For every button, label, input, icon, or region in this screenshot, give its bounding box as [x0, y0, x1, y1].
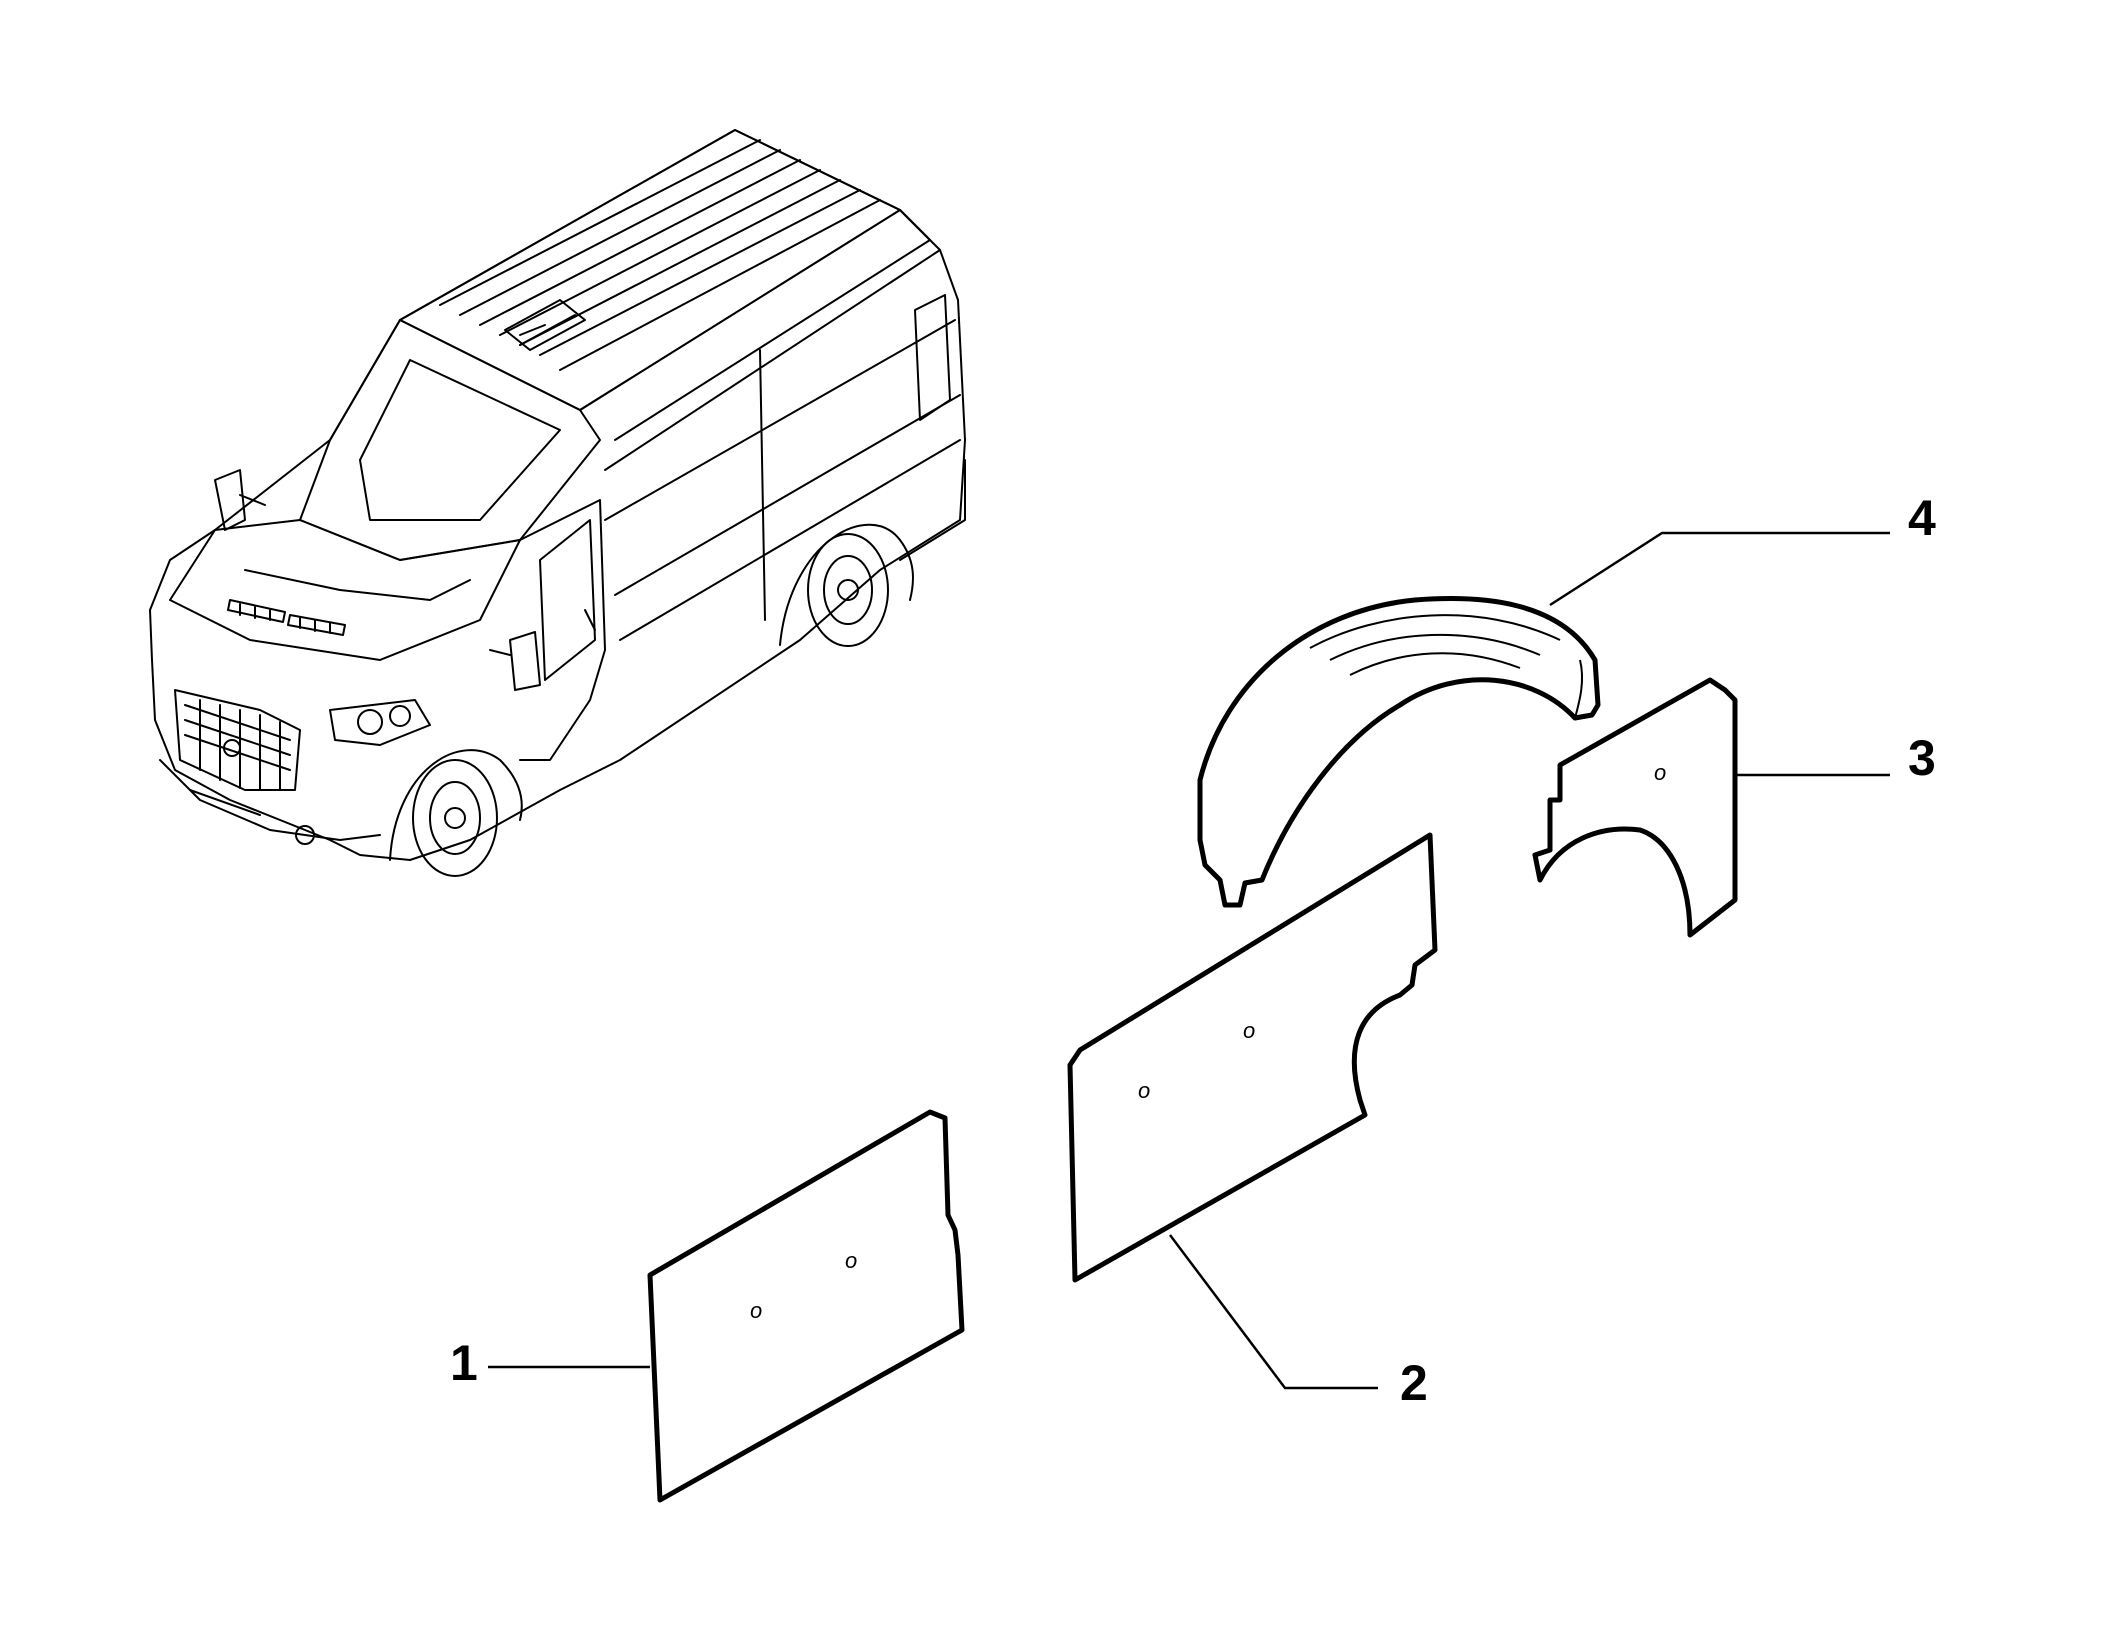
- part-3-hole-mark: o: [1654, 760, 1666, 785]
- part-1-hole-mark: o: [845, 1248, 857, 1273]
- part-3-rear-panel: [1532, 677, 1738, 938]
- leader-line-4: [1549, 531, 1890, 607]
- part-2-hole-mark: o: [1243, 1018, 1255, 1043]
- callout-label-3: 3: [1908, 730, 1936, 786]
- part-1-front-panel: [647, 1109, 965, 1503]
- part-2-hole-mark: o: [1138, 1078, 1150, 1103]
- leader-lines: [488, 531, 1890, 1390]
- part-2-center-panel: [1067, 832, 1438, 1283]
- callout-label-2: 2: [1400, 1355, 1428, 1411]
- part-4-wheel-arch: [1197, 596, 1601, 908]
- callout-label-4: 4: [1908, 490, 1936, 546]
- leader-line-2: [1169, 1234, 1378, 1390]
- callout-label-1: 1: [450, 1335, 478, 1391]
- van-illustration: [149, 129, 966, 877]
- part-1-hole-mark: o: [750, 1298, 762, 1323]
